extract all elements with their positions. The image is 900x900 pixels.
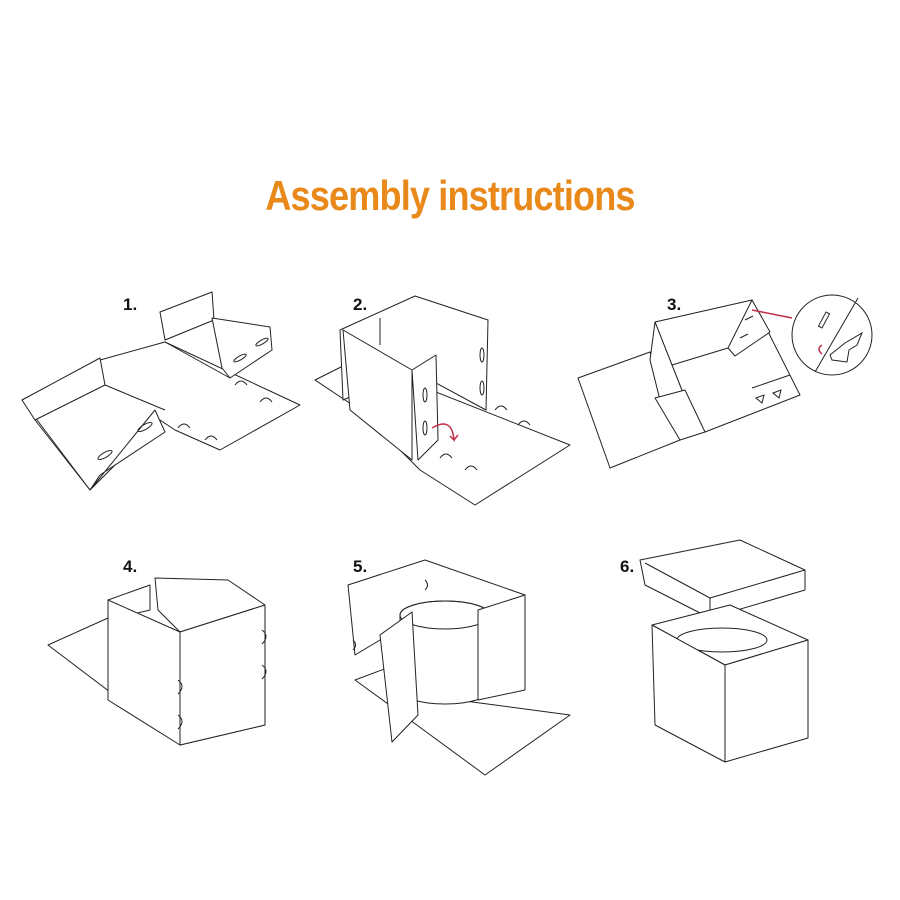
- step-5-illustration: [347, 559, 571, 776]
- step-5-label: 5.: [353, 557, 368, 576]
- step-1-label: 1.: [123, 295, 138, 314]
- page-title: Assembly instructions: [265, 172, 635, 219]
- step-6-illustration: [639, 539, 809, 763]
- step-3-label: 3.: [667, 295, 682, 314]
- step-1-illustration: [21, 291, 301, 491]
- step-2-illustration: [314, 295, 571, 506]
- step-4-label: 4.: [123, 557, 138, 576]
- step-4-illustration: [47, 577, 267, 746]
- step-6-label: 6.: [620, 557, 635, 576]
- step-3-illustration: [577, 294, 873, 469]
- step-2-label: 2.: [353, 295, 368, 314]
- detail-magnifier: [791, 294, 873, 376]
